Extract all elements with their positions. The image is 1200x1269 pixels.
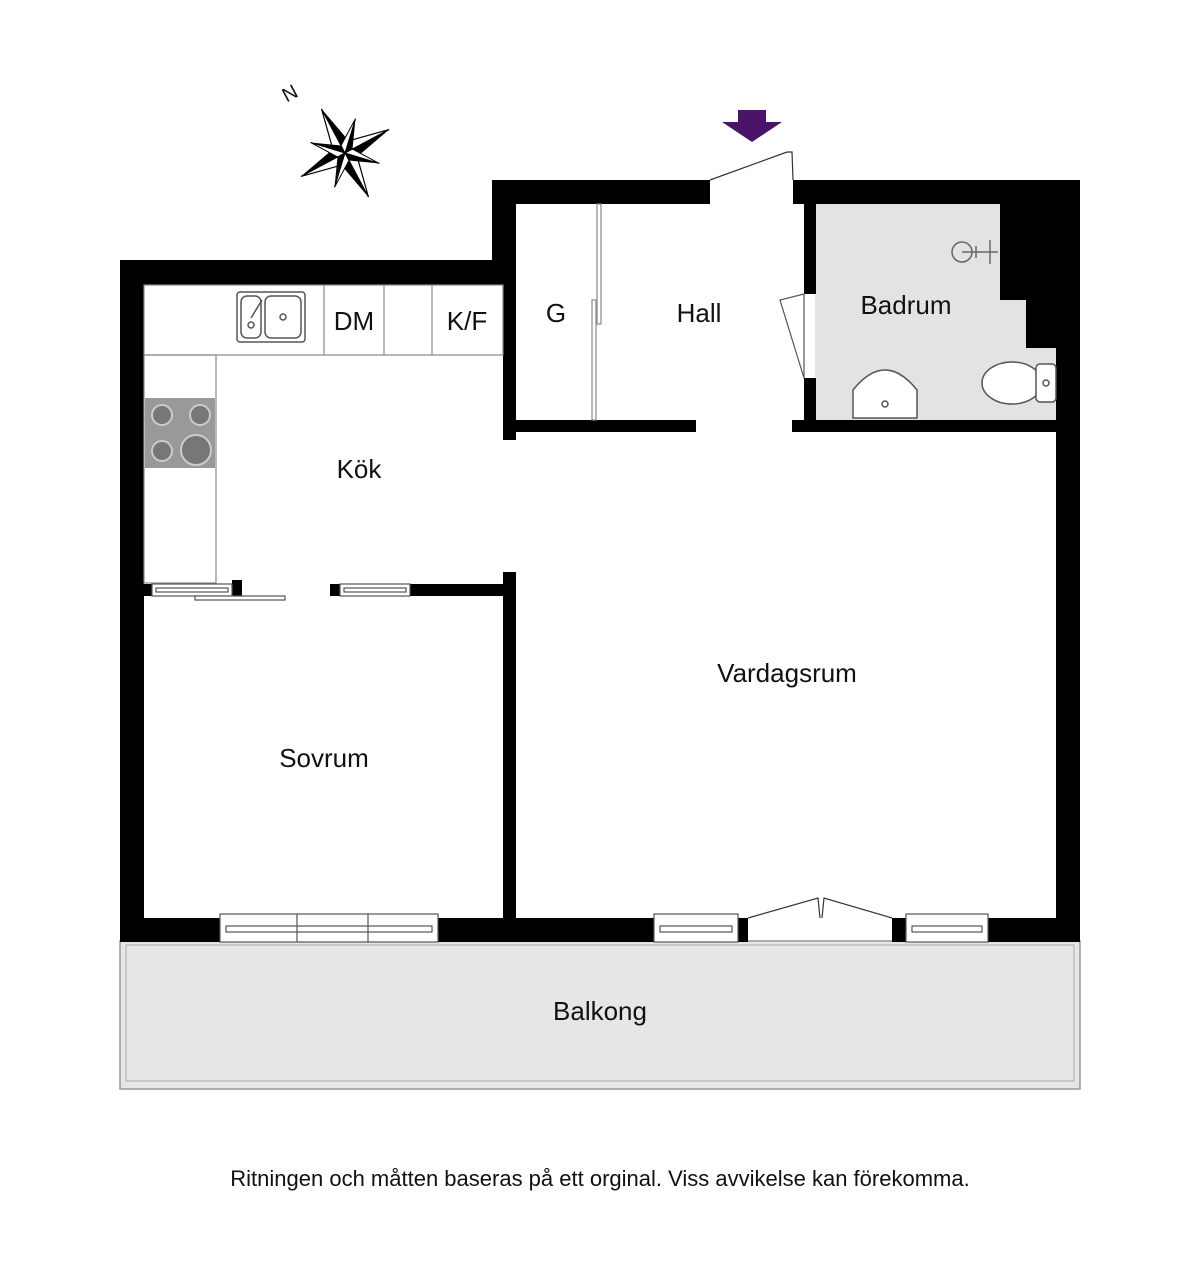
wardrobe-doors — [591, 203, 602, 421]
room-label-dishwasher: DM — [334, 306, 374, 336]
stove-icon — [145, 398, 215, 468]
washbasin-icon — [852, 369, 918, 419]
room-label-living-room: Vardagsrum — [717, 658, 857, 688]
entrance-door — [709, 151, 794, 181]
sink-icon — [236, 291, 306, 343]
room-label-hall: Hall — [677, 298, 722, 328]
compass-rose-icon — [300, 108, 390, 198]
entrance-arrow-icon — [722, 110, 782, 142]
balcony-floor — [119, 940, 1081, 1090]
outer-walls — [120, 180, 1080, 942]
compass-north-label: N — [279, 81, 302, 107]
balcony-railing — [125, 944, 1075, 1082]
inner-walls — [144, 204, 1056, 922]
room-label-wardrobe: G — [546, 298, 566, 328]
bathroom-door — [779, 293, 805, 379]
kitchen-counters — [143, 284, 504, 584]
windows — [151, 583, 989, 943]
shower-icon — [951, 240, 998, 264]
room-label-bedroom: Sovrum — [279, 743, 369, 773]
room-label-fridge-freezer: K/F — [447, 306, 487, 336]
disclaimer-text: Ritningen och måtten baseras på ett orgi… — [230, 1166, 970, 1191]
room-label-balcony: Balkong — [553, 996, 647, 1026]
balcony-door — [747, 897, 893, 919]
toilet-icon — [981, 361, 1057, 405]
room-label-kitchen: Kök — [337, 454, 383, 484]
room-label-bathroom: Badrum — [860, 290, 951, 320]
